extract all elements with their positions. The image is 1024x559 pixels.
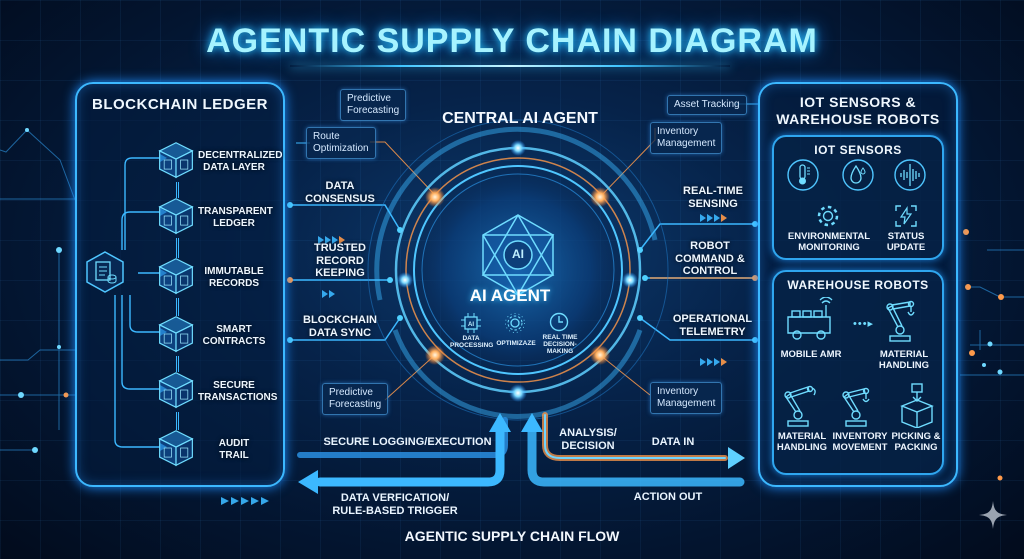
- iot-panel-title: IOT SENSORS & WAREHOUSE ROBOTS: [776, 94, 940, 127]
- sound-wave-icon: [894, 159, 926, 191]
- tag-asset-tracking: Asset Tracking: [667, 95, 747, 115]
- central-ai-agent-title: CENTRAL AI AGENT: [442, 110, 598, 127]
- ledger-chain-link: [176, 238, 179, 258]
- flow-data-in: DATA IN: [651, 436, 695, 448]
- cube-icon: [158, 372, 194, 409]
- robot-material-handling-1: MATERIAL HANDLING: [878, 349, 930, 371]
- cube-icon: [158, 142, 194, 179]
- tag-predictive-forecasting-top: Predictive Forecasting: [340, 89, 407, 121]
- package-box-icon: [900, 383, 934, 428]
- link-label-blockchain-data-sync: BLOCKCHAIN DATA SYNC: [303, 314, 377, 339]
- tag-predictive-forecasting-bottom: Predictive Forecasting: [322, 383, 389, 415]
- link-label-trusted-record-keeping: TRUSTED RECORD KEEPING: [314, 242, 366, 280]
- environmental-gear-icon: [817, 205, 839, 227]
- robot-inventory-movement: INVENTORY MOVEMENT: [832, 431, 888, 453]
- robot-mobile-amr: MOBILE AMR: [780, 349, 842, 360]
- robot-material-handling-2: MATERIAL HANDLING: [776, 431, 828, 453]
- flow-title: AGENTIC SUPPLY CHAIN FLOW: [404, 528, 620, 544]
- document-database-icon: [86, 251, 124, 293]
- flow-data-verification: DATA VERFICATION/ RULE-BASED TRIGGER: [332, 492, 458, 517]
- warehouse-robots-title: WAREHOUSE ROBOTS: [787, 278, 929, 292]
- flow-action-out: ACTION OUT: [633, 491, 703, 503]
- water-drop-icon: [842, 159, 874, 191]
- capability-data-processing: DATA PROCESSING: [450, 335, 494, 350]
- tag-route-optimization: Route Optimization: [306, 127, 376, 159]
- ai-core-text: AI: [512, 247, 524, 261]
- ledger-chain-link: [176, 412, 179, 430]
- svg-text:AI: AI: [468, 322, 474, 328]
- link-label-robot-command-control: ROBOT COMMAND & CONTROL: [675, 240, 745, 278]
- sensor-status-update: STATUS UPDATE: [886, 231, 926, 253]
- flow-secure-logging: SECURE LOGGING/EXECUTION: [323, 436, 492, 448]
- tag-inventory-management-top: Inventory Management: [650, 122, 723, 154]
- cube-icon: [158, 316, 194, 353]
- lightning-status-icon: [895, 205, 917, 227]
- ledger-chain-link: [176, 298, 179, 316]
- dotted-arrow-icon: •••▸: [853, 318, 875, 330]
- capability-real-time-decision: REAL TIME DECISION- MAKING: [542, 334, 578, 356]
- ledger-chain-link: [176, 356, 179, 372]
- robot-arm-icon-3: [842, 387, 870, 427]
- sparkle-icon: [979, 501, 1007, 529]
- link-label-data-consensus: DATA CONSENSUS: [305, 180, 375, 205]
- cube-icon: [158, 258, 194, 295]
- flow-analysis-decision: ANALYSIS/ DECISION: [559, 427, 617, 452]
- iot-sensors-title: IOT SENSORS: [814, 143, 902, 157]
- cube-icon: [158, 430, 194, 467]
- clock-icon: [549, 312, 569, 332]
- robot-arm-icon: [886, 300, 915, 342]
- title-underline: [290, 65, 730, 67]
- ai-agent-label: AI AGENT: [469, 286, 551, 305]
- cube-icon: [158, 198, 194, 235]
- warehouse-robots-subpanel: WAREHOUSE ROBOTS: [772, 270, 944, 475]
- mobile-robot-icon: [787, 297, 833, 340]
- tag-inventory-management-bottom: Inventory Management: [650, 382, 723, 414]
- ledger-branch-arrows: [114, 154, 167, 451]
- link-label-operational-telemetry: OPERATIONAL TELEMETRY: [672, 313, 753, 338]
- ledger-chain-link: [176, 182, 179, 198]
- thermometer-icon: [787, 159, 819, 191]
- ai-chip-icon: AI: [461, 313, 481, 333]
- gear-icon: [505, 313, 525, 333]
- capability-optimize: OPTIMIZAZE: [496, 340, 536, 347]
- robot-arm-icon-2: [784, 385, 816, 427]
- robot-picking-packing: PICKING & PACKING: [891, 431, 941, 453]
- blockchain-panel-title: BLOCKCHAIN LEDGER: [92, 96, 268, 113]
- sensor-environmental-monitoring: ENVIRONMENTAL MONITORING: [787, 231, 871, 253]
- link-label-real-time-sensing: REAL-TIME SENSING: [683, 185, 743, 210]
- page-title: AGENTIC SUPPLY CHAIN DIAGRAM: [206, 22, 818, 60]
- iot-sensors-subpanel: IOT SENSORS: [772, 135, 944, 260]
- ai-brain-icon: [481, 214, 555, 297]
